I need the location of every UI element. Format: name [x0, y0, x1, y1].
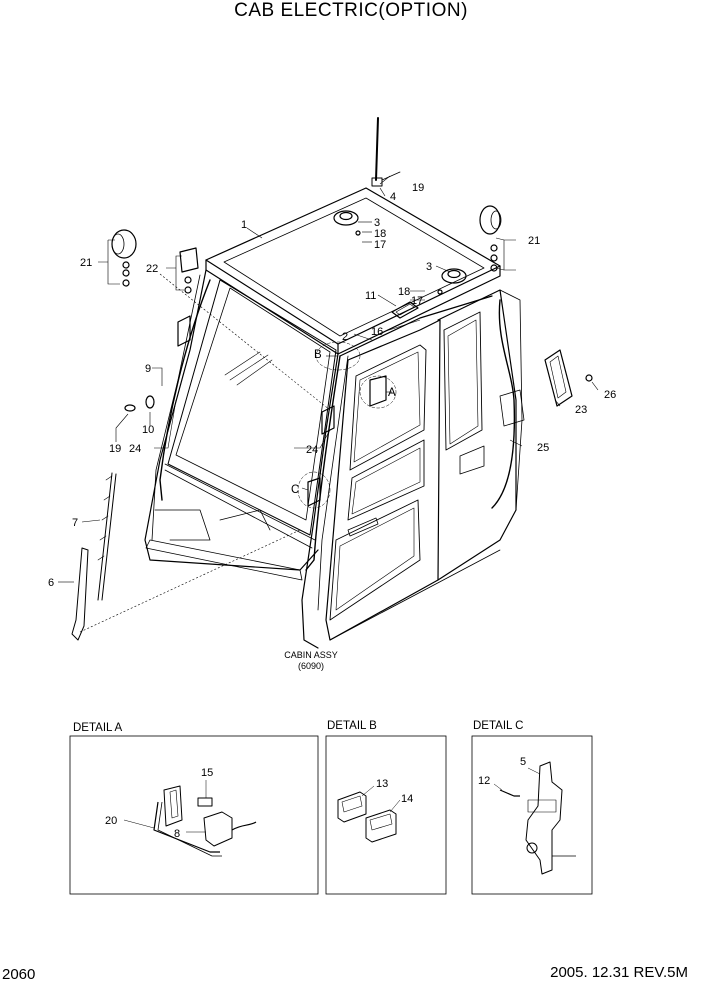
callout-3a: 3	[374, 217, 380, 229]
callout-4: 4	[390, 191, 396, 203]
wiper-arm	[71, 547, 89, 641]
callout-25: 25	[537, 442, 549, 454]
callout-24b: 24	[306, 444, 318, 456]
detail-c-title: DETAIL C	[473, 720, 523, 732]
cabin-assy-code: (6090)	[298, 661, 324, 671]
callout-22: 22	[146, 263, 158, 275]
callout-17b: 17	[411, 295, 423, 307]
callout-11: 11	[365, 290, 376, 302]
callout-12: 12	[478, 775, 490, 787]
callout-8: 8	[174, 828, 180, 840]
page-title: CAB ELECTRIC(OPTION)	[234, 0, 468, 21]
cab-door	[325, 319, 441, 641]
callout-15: 15	[201, 767, 213, 779]
front-window	[167, 279, 337, 536]
detail-b-box	[325, 735, 447, 895]
detail-a-title: DETAIL A	[73, 722, 123, 734]
callout-1: 1	[241, 219, 247, 231]
callout-6: 6	[48, 577, 54, 589]
page-number: 2060	[2, 966, 36, 983]
callout-14: 14	[401, 793, 413, 805]
callout-3b: 3	[426, 261, 432, 273]
callout-23: 23	[575, 404, 587, 416]
detail-b-title: DETAIL B	[327, 720, 377, 732]
detail-c-box	[471, 735, 593, 895]
callout-19a: 19	[412, 182, 424, 194]
wiper-blade	[97, 472, 117, 601]
callout-16: 16	[371, 326, 383, 338]
side-lamp-23	[544, 349, 573, 407]
detail-a-box	[69, 735, 319, 895]
room-lamp	[391, 301, 419, 319]
speaker-left	[333, 210, 359, 226]
cab-right-panel	[437, 289, 517, 581]
detail-ref-b: B	[314, 349, 322, 361]
callout-13: 13	[376, 778, 388, 790]
callout-26: 26	[604, 389, 616, 401]
callout-17a: 17	[374, 239, 386, 251]
callout-20: 20	[105, 815, 117, 827]
callout-21a: 21	[80, 257, 92, 269]
callout-7: 7	[72, 517, 78, 529]
callout-18b: 18	[398, 286, 410, 298]
callout-19b: 19	[109, 443, 121, 455]
callout-2: 2	[342, 331, 348, 343]
callout-5: 5	[520, 756, 526, 768]
speaker-right	[441, 268, 467, 284]
revision-label: 2005. 12.31 REV.5M	[550, 964, 688, 981]
callout-21b: 21	[528, 235, 540, 247]
cab-roof	[205, 187, 501, 345]
callout-10: 10	[142, 424, 154, 436]
callout-24a: 24	[129, 443, 141, 455]
work-lamp-right	[479, 205, 501, 235]
detail-ref-a: A	[388, 387, 396, 399]
callout-18a: 18	[374, 228, 386, 240]
callout-9: 9	[145, 363, 151, 375]
antenna	[375, 117, 379, 181]
detail-ref-c: C	[291, 484, 299, 496]
lamp-22	[179, 247, 199, 273]
cabin-assy-label: CABIN ASSY	[284, 650, 338, 660]
